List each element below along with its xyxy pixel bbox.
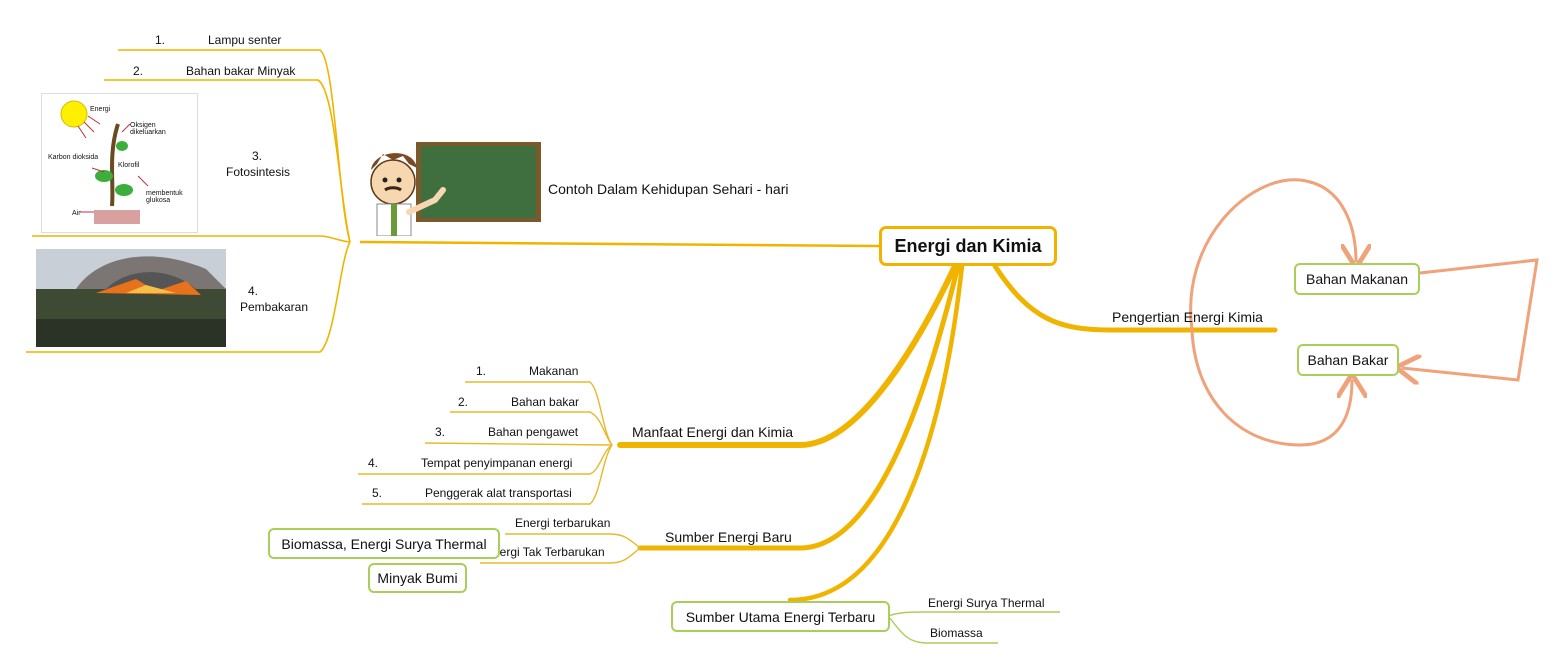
manfaat-item5-text[interactable]: Penggerak alat transportasi: [425, 486, 572, 500]
sumberbaru-sub2: [480, 547, 641, 564]
manfaat-item4-text[interactable]: Tempat penyimpanan energi: [421, 456, 573, 470]
manfaat-item2-text[interactable]: Bahan bakar: [511, 395, 580, 409]
photosynthesis-image: Energi Oksigen dikeluarkan Karbon dioksi…: [41, 93, 198, 233]
photo-label-karbon: Karbon dioksida: [48, 154, 99, 161]
topic-sumber-utama[interactable]: Sumber Utama Energi Terbaru: [671, 601, 890, 632]
manfaat-sub2: [450, 411, 613, 446]
manfaat-item3-num: 3.: [435, 425, 446, 439]
manfaat-item4-num: 4.: [368, 456, 379, 470]
burning-image: [36, 249, 226, 347]
photo-label-klorofil: Klorofil: [118, 162, 140, 169]
branch-contoh-line: [359, 240, 880, 248]
branch-contoh-item4: [26, 241, 351, 353]
teacher-chalkboard-image: [363, 142, 543, 237]
topic-contoh[interactable]: Contoh Dalam Kehidupan Sehari - hari: [548, 181, 789, 197]
manfaat-item2-num: 2.: [458, 395, 469, 409]
sumber-baru-item2[interactable]: Energi Tak Terbarukan: [485, 545, 605, 559]
topic-manfaat[interactable]: Manfaat Energi dan Kimia: [632, 424, 794, 440]
box-bahan-bakar[interactable]: Bahan Bakar: [1297, 344, 1399, 376]
arrow-loop-makanan: [1189, 178, 1356, 331]
contoh-item3-num: 3.: [251, 149, 262, 163]
branch-sumberutama-line: [787, 263, 965, 603]
box-minyak-bumi[interactable]: Minyak Bumi: [368, 563, 467, 593]
photo-label-glukosa: membentuk glukosa: [146, 190, 183, 204]
central-topic[interactable]: Energi dan Kimia: [879, 226, 1057, 266]
branch-sumberbaru-line: [637, 263, 961, 551]
manfaat-item1-num: 1.: [476, 364, 487, 378]
contoh-item4-num: 4.: [247, 284, 258, 298]
manfaat-item1-text[interactable]: Makanan: [529, 364, 579, 378]
manfaat-sub4: [358, 444, 613, 475]
photo-label-air: Air: [72, 210, 81, 217]
contoh-item2-num: 2.: [133, 64, 144, 78]
branch-contoh-item2: [104, 79, 351, 243]
contoh-item3-text[interactable]: Fotosintesis: [225, 165, 291, 179]
contoh-item2-text[interactable]: Bahan bakar Minyak: [186, 64, 296, 78]
contoh-item4-text[interactable]: Pembakaran: [239, 300, 309, 314]
branch-pengertian-line: [992, 263, 1278, 333]
sumber-utama-item1[interactable]: Energi Surya Thermal: [928, 596, 1045, 610]
manfaat-item5-num: 5.: [372, 486, 383, 500]
manfaat-sub3: [424, 442, 613, 446]
branch-contoh-item3: [32, 235, 351, 243]
arrow-loop-bakar: [1190, 329, 1352, 447]
photo-label-oksigen: Oksigen dikeluarkan: [130, 122, 166, 136]
topic-pengertian[interactable]: Pengertian Energi Kimia: [1112, 309, 1263, 325]
manfaat-item3-text[interactable]: Bahan pengawet: [488, 425, 579, 439]
branch-manfaat-line: [617, 263, 958, 448]
sumberutama-sub1: [887, 611, 1060, 617]
box-bahan-makanan[interactable]: Bahan Makanan: [1294, 263, 1420, 295]
box-biomassa-surya[interactable]: Biomassa, Energi Surya Thermal: [268, 528, 500, 559]
sumberutama-sub2: [887, 615, 998, 644]
contoh-item1-num: 1.: [155, 33, 166, 47]
sumberbaru-sub1: [505, 533, 641, 549]
arrow-triangle: [1402, 258, 1539, 380]
topic-sumber-baru[interactable]: Sumber Energi Baru: [665, 529, 792, 545]
contoh-item1-text[interactable]: Lampu senter: [208, 33, 282, 47]
manfaat-sub5: [362, 444, 613, 505]
sumber-utama-item2[interactable]: Biomassa: [930, 626, 983, 640]
sumber-baru-item1[interactable]: Energi terbarukan: [515, 516, 611, 530]
photo-label-energi: Energi: [90, 106, 111, 113]
